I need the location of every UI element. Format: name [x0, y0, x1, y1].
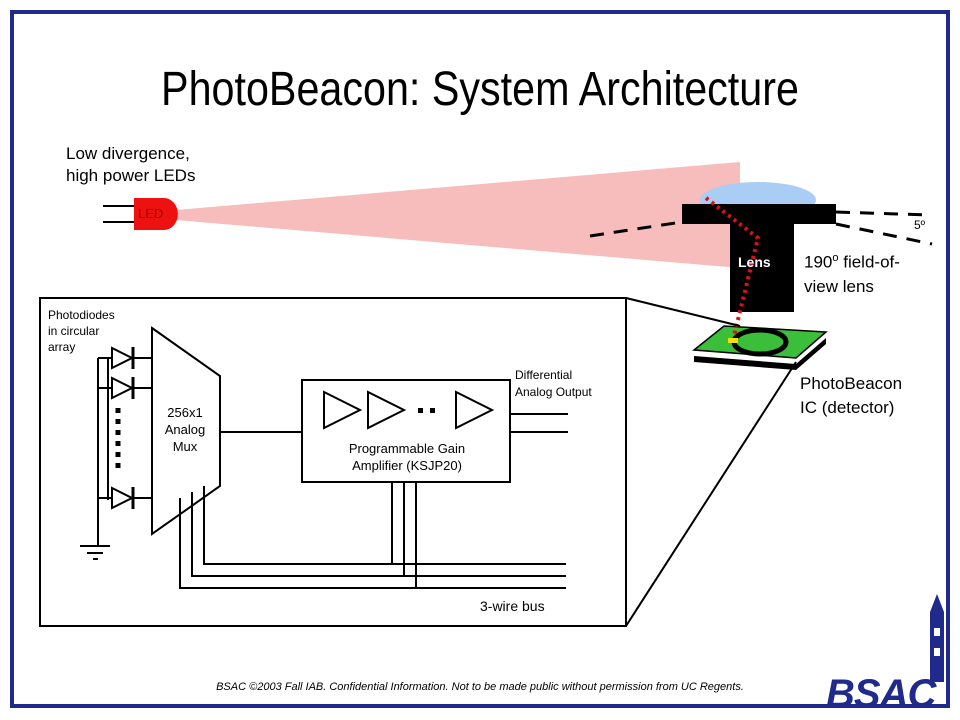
bus-caption: 3-wire bus — [480, 598, 545, 614]
mux-caption: 256x1 Analog Mux — [164, 405, 206, 454]
lens-caption: 190o field-of- view lens — [804, 246, 900, 299]
photodiodes-caption: Photodiodes in circular array — [48, 308, 115, 354]
slide-frame-left — [10, 10, 14, 708]
photodiode-n — [98, 486, 152, 510]
amp-ellipsis-dot-2 — [430, 408, 435, 413]
zoom-line-bottom — [625, 361, 797, 627]
lens-caption-line-2: view lens — [804, 276, 874, 296]
photodiode-2 — [98, 376, 152, 400]
fov-line-right-bottom — [835, 222, 933, 246]
fov-small-angle-label: 5º — [914, 218, 926, 232]
pga-box — [301, 379, 511, 483]
detector-ic-caption: PhotoBeacon IC (detector) — [800, 374, 903, 417]
photodiode-1 — [98, 346, 152, 370]
fov-line-left — [589, 220, 683, 238]
zoom-line-top — [625, 297, 741, 327]
led-caption: Low divergence, high power LEDs — [66, 144, 196, 185]
light-ray-path — [704, 196, 761, 337]
slide-frame-right — [946, 10, 950, 708]
led-light-beam — [176, 162, 740, 268]
bus-wire-1 — [203, 486, 566, 565]
led-label: LED — [138, 206, 164, 221]
differential-output-caption: Differential Analog Output — [515, 368, 592, 399]
amp-stage-1 — [323, 390, 363, 430]
lens-label: Lens — [738, 254, 771, 270]
campanile-icon — [930, 594, 944, 682]
fov-caption-rest: field-of- — [838, 252, 900, 272]
slide-title: PhotoBeacon: System Architecture — [161, 63, 799, 116]
pga-caption: Programmable Gain Amplifier (KSJP20) — [348, 441, 466, 473]
lens-caption-line-1: 190o field-of- — [804, 246, 900, 275]
amp-ellipsis-dot-1 — [418, 408, 423, 413]
bsac-logo: BSAC — [826, 672, 936, 716]
analog-mux — [151, 326, 221, 536]
bus-wire-2 — [191, 492, 566, 577]
chip-side — [694, 338, 826, 370]
fov-angle: 190 — [804, 252, 833, 272]
fov-line-right-top — [835, 210, 931, 217]
amp-stage-2 — [367, 390, 407, 430]
lens-barrel — [730, 224, 794, 312]
fov-angle-degree: o — [832, 252, 839, 264]
slide-frame-bottom — [10, 704, 950, 708]
amp-stage-n — [455, 390, 495, 430]
led-body — [134, 198, 178, 230]
chip-detector-pixel — [728, 338, 738, 343]
footer-confidentiality: BSAC ©2003 Fall IAB. Confidential Inform… — [216, 681, 744, 693]
bus-wire-3 — [179, 498, 566, 589]
lens-crossbar — [682, 204, 836, 224]
slide-frame-top — [10, 10, 950, 14]
